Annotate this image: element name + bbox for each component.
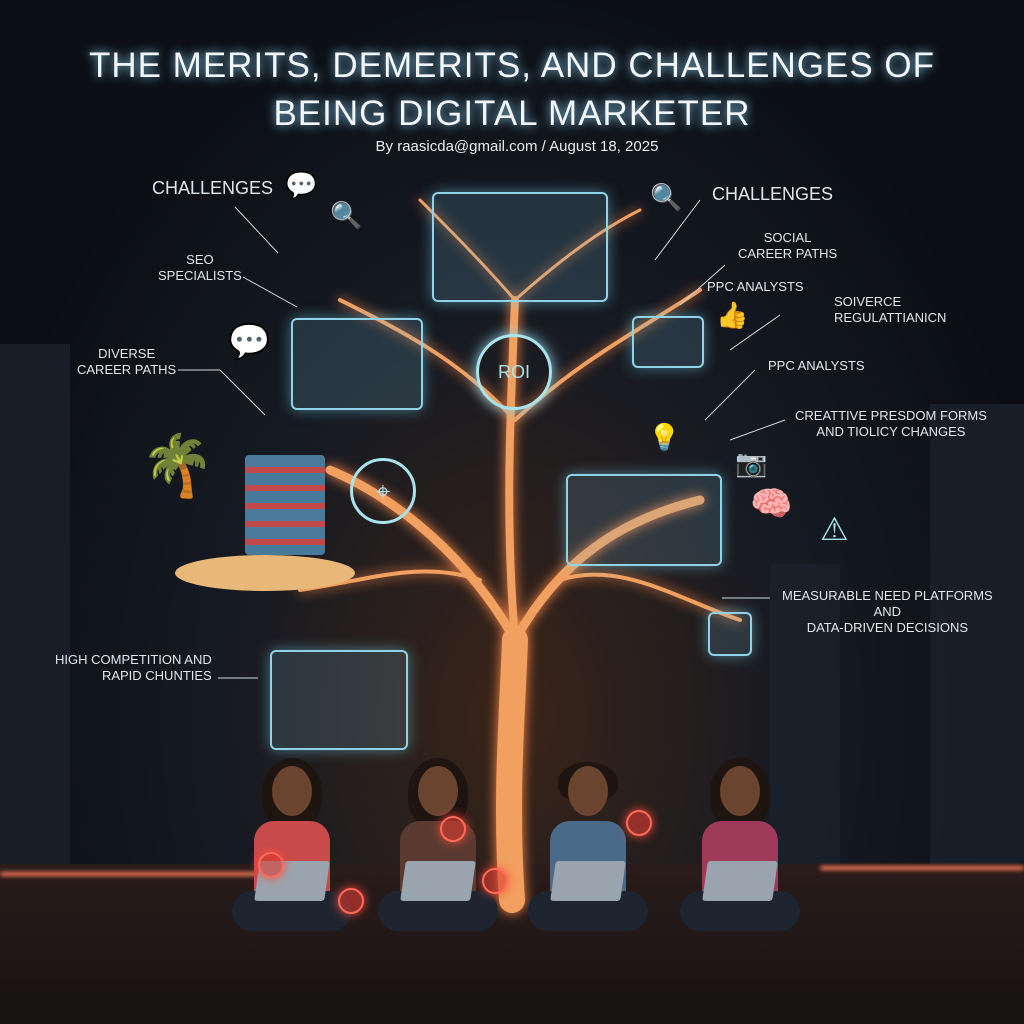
lightbulb-icon: 💡: [648, 422, 681, 452]
label-line: CREATTIVE PRESDOM FORMS: [795, 408, 987, 423]
label-line: AND: [873, 604, 902, 619]
person-4: [680, 758, 800, 966]
roi-icon: ROI: [476, 334, 552, 410]
brain-icon: 🧠: [750, 485, 793, 523]
chat-icon: 💬: [228, 323, 271, 361]
search-panel: [632, 316, 704, 368]
building: [0, 344, 70, 904]
label-challenges-right: CHALLENGES: [712, 184, 834, 204]
chart-screen-panel: [566, 474, 722, 566]
label-line: REGULATTIANICN: [834, 310, 947, 325]
badge-icon: [482, 868, 508, 894]
building: [770, 564, 840, 904]
building: [930, 404, 1024, 904]
label-line: DATA-DRIVEN DECISIONS: [806, 620, 969, 635]
palm-tree-icon: 🌴: [140, 432, 215, 499]
laptop-icon: [550, 861, 626, 901]
label-line: SEO: [186, 252, 214, 267]
thumbs-up-icon: 👍: [716, 300, 749, 330]
camera-icon: 📷: [735, 448, 768, 478]
person-2: [378, 758, 498, 966]
label-line: HIGH COMPETITION AND: [55, 652, 212, 667]
label-line: SPECIALISTS: [158, 268, 242, 283]
laptop-icon: [702, 861, 778, 901]
badge-icon: [258, 852, 284, 878]
team-screen-panel: [291, 318, 423, 410]
calendar-screen-panel: [270, 650, 408, 750]
label-line: CAREER PATHS: [77, 362, 177, 377]
book-stack-icon: [245, 455, 325, 555]
dollar-search-icon: 🔍: [650, 182, 683, 212]
warning-icon: ⚠: [820, 511, 849, 547]
label-line: SOIVERCE: [834, 294, 902, 309]
label-line: CAREER PATHS: [738, 246, 838, 261]
analytics-screen-panel: [432, 192, 608, 302]
light-streak: [820, 866, 1024, 870]
title-line-2: BEING DIGITAL MARKETER: [273, 94, 751, 133]
badge-icon: [338, 888, 364, 914]
island-icon: [175, 555, 355, 591]
light-streak: [0, 872, 260, 876]
person-1: [232, 758, 352, 966]
page-title: THE MERITS, DEMERITS, AND CHALLENGES OF …: [0, 42, 1024, 138]
target-icon: ⌖: [350, 458, 416, 524]
badge-icon: [626, 810, 652, 836]
label-line: DIVERSE: [98, 346, 156, 361]
label-ppc-analysts: PPC ANALYSTS: [707, 279, 804, 294]
title-line-1: THE MERITS, DEMERITS, AND CHALLENGES OF: [88, 46, 936, 85]
byline: By raasicda@gmail.com / August 18, 2025: [375, 138, 659, 155]
label-ppc-analysts-2: PPC ANALYSTS: [768, 358, 865, 373]
person-3: [528, 762, 648, 966]
label-line: SOCIAL: [763, 230, 812, 245]
chat-bubble-icon: 💬: [285, 170, 318, 200]
label-line: RAPID CHUNTIES: [101, 668, 212, 683]
laptop-icon: [400, 861, 476, 901]
label-line: AND TIOLICY CHANGES: [816, 424, 966, 439]
search-person-icon: 🔍: [330, 200, 363, 230]
label-line: MEASURABLE NEED PLATFORMS: [782, 588, 993, 603]
label-challenges-left: CHALLENGES: [152, 178, 274, 198]
tiktok-panel: [708, 612, 752, 656]
badge-icon: [440, 816, 466, 842]
